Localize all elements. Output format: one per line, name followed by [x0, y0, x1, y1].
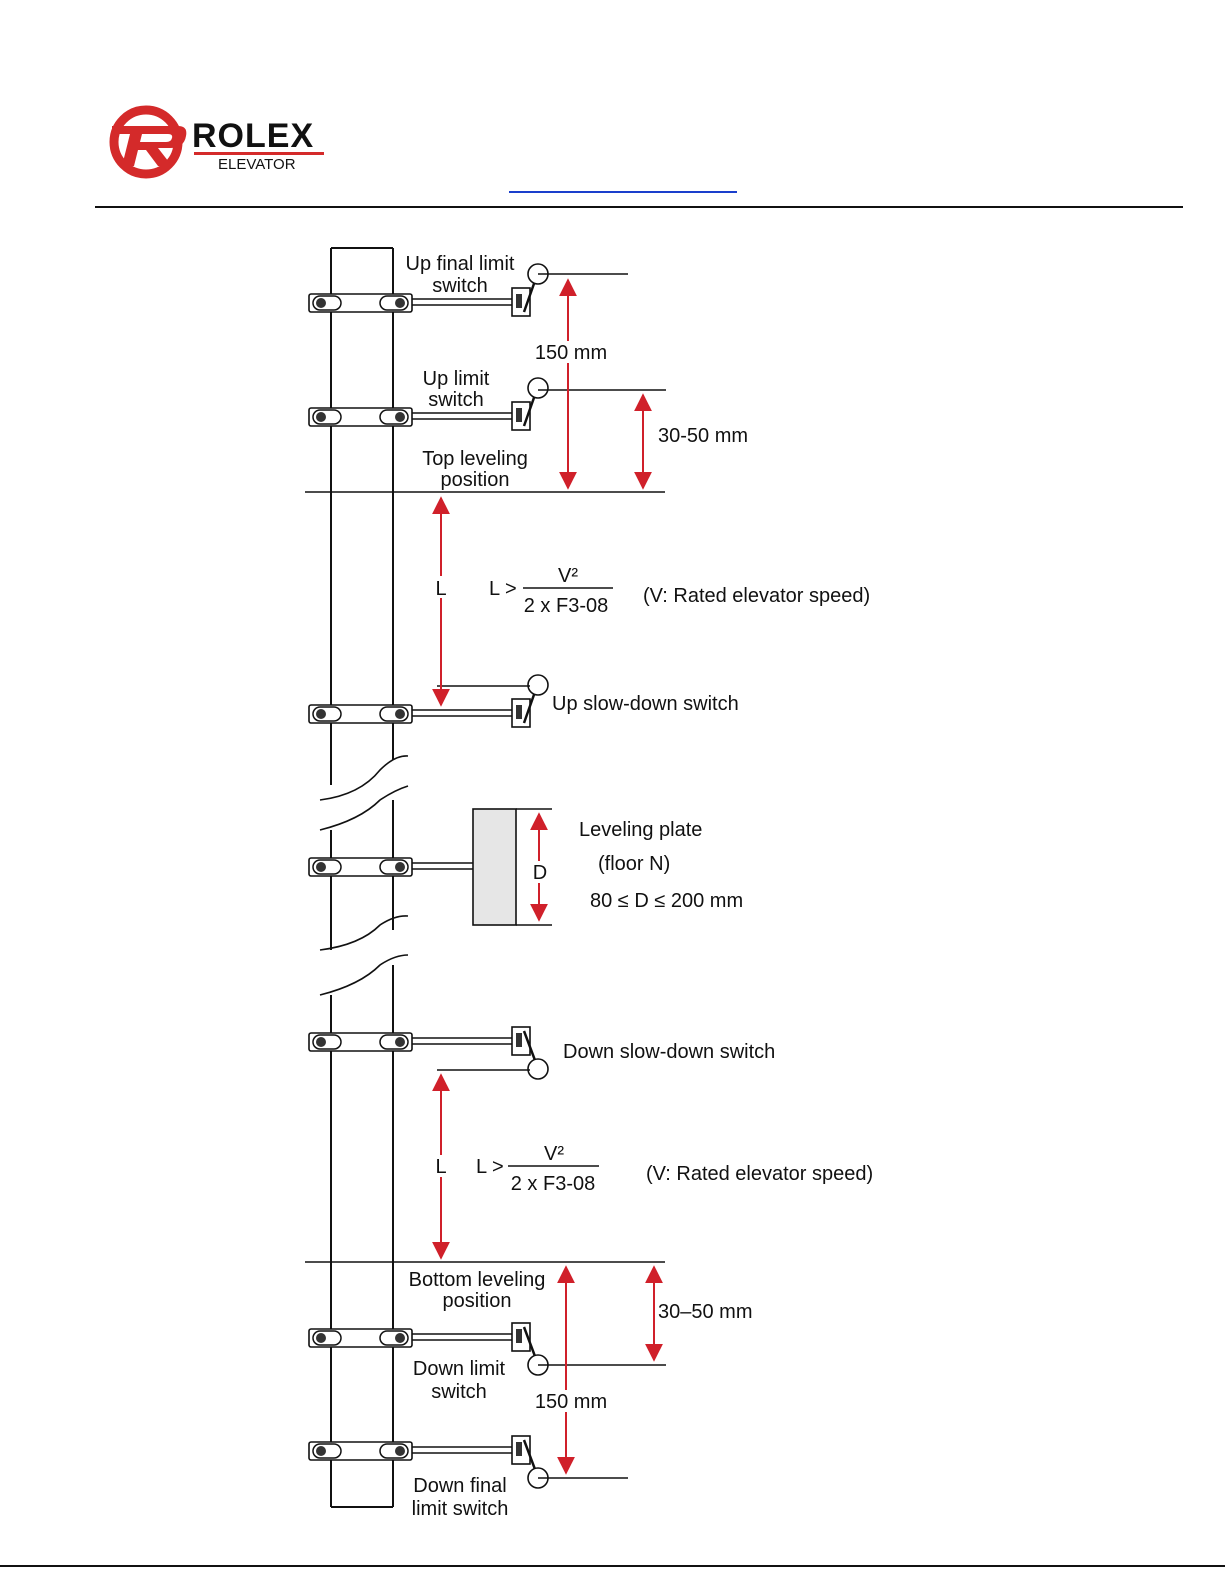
formula-top-numerator: V² — [558, 565, 578, 587]
bracket-down-slowdown — [308, 1032, 413, 1052]
label-top-leveling-1: Top leveling — [422, 448, 528, 470]
formula-top-lhs: L > — [489, 578, 517, 600]
label-down-limit-1: Down limit — [413, 1358, 506, 1380]
brand-subtitle: ELEVATOR — [218, 156, 296, 173]
label-bottom-leveling-1: Bottom leveling — [409, 1269, 546, 1291]
formula-bottom-numerator: V² — [544, 1143, 564, 1165]
down-slowdown-switch-icon — [410, 1025, 550, 1081]
leveling-plate-icon — [472, 808, 517, 926]
bracket-down-limit — [308, 1328, 413, 1348]
guide-rail — [319, 247, 409, 1508]
bracket-down-final — [308, 1441, 413, 1461]
brand-name: ROLEX — [192, 117, 315, 155]
label-down-final-1: Down final — [413, 1475, 506, 1497]
label-d-range: 80 ≤ D ≤ 200 mm — [590, 890, 743, 912]
label-dim-30-50-top: 30-50 mm — [658, 425, 748, 447]
formula-top-note: (V: Rated elevator speed) — [643, 585, 870, 607]
label-up-limit-2: switch — [428, 389, 484, 411]
label-up-slowdown: Up slow-down switch — [552, 693, 739, 715]
label-up-final-limit-2: switch — [432, 275, 488, 297]
label-up-limit-1: Up limit — [423, 368, 490, 390]
label-up-final-limit-1: Up final limit — [406, 253, 515, 275]
label-dim-150-top: 150 mm — [535, 342, 607, 364]
label-d: D — [533, 862, 547, 884]
bracket-up-final — [308, 293, 413, 313]
header-link-underline[interactable] — [509, 191, 737, 193]
bracket-up-limit — [308, 407, 413, 427]
formula-bottom-lhs: L > — [476, 1156, 504, 1178]
formula-top-denominator: 2 x F3-08 — [524, 595, 608, 617]
up-slowdown-switch-icon — [410, 673, 550, 729]
label-bottom-leveling-2: position — [443, 1290, 512, 1312]
label-top-leveling-2: position — [441, 469, 510, 491]
label-leveling-plate: Leveling plate — [579, 819, 702, 841]
label-down-slowdown: Down slow-down switch — [563, 1041, 775, 1063]
formula-bottom-denominator: 2 x F3-08 — [511, 1173, 595, 1195]
rolex-logo-icon — [109, 105, 187, 179]
label-down-limit-2: switch — [431, 1381, 487, 1403]
footer-divider — [0, 1565, 1225, 1567]
label-l-bottom: L — [435, 1156, 446, 1178]
label-down-final-2: limit switch — [412, 1498, 509, 1520]
label-dim-30-50-bottom: 30–50 mm — [658, 1301, 753, 1323]
brand-underline — [194, 152, 324, 155]
label-floor-n: (floor N) — [598, 853, 670, 875]
label-dim-150-bottom: 150 mm — [535, 1391, 607, 1413]
bracket-leveling-plate — [308, 857, 413, 877]
label-l-top: L — [435, 578, 446, 600]
header-divider — [95, 206, 1183, 208]
formula-bottom-note: (V: Rated elevator speed) — [646, 1163, 873, 1185]
bracket-up-slowdown — [308, 704, 413, 724]
